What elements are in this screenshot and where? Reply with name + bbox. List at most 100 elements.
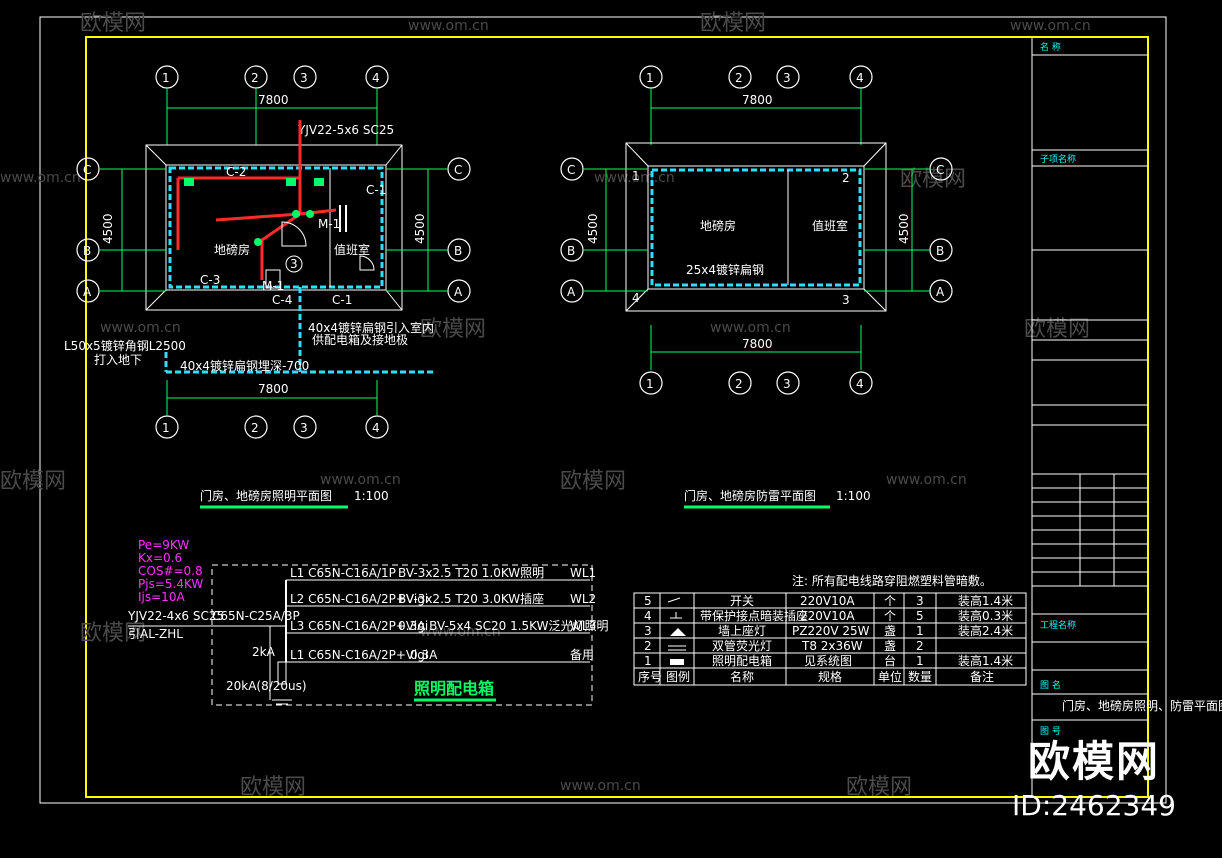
axis-label: B [567, 244, 575, 258]
axis-label: 2 [251, 71, 259, 85]
drawing-scale: 1:100 [354, 489, 389, 503]
watermark-site: www.om.cn [408, 18, 489, 34]
circuit-cable: BV-3x2.5 T20 1.0KW照明 [398, 566, 544, 580]
axis-bubble [776, 371, 800, 395]
title-block-field: 图 名 [1040, 679, 1061, 691]
circuit-wire [215, 212, 301, 222]
down-conductor-number: 1 [632, 169, 640, 183]
junction-icon [306, 210, 314, 218]
axis-bubble [639, 371, 663, 395]
load-param: Ijs=10A [138, 590, 185, 604]
drawing-scale: 1:100 [836, 489, 871, 503]
circuit-id: WL2 [570, 592, 596, 606]
dim-text: 7800 [258, 93, 289, 107]
room-label: 值班室 [334, 242, 370, 257]
table-cell: 装高1.4米 [958, 593, 1013, 608]
table-cell: 盏 [884, 638, 896, 653]
window-label: C-3 [200, 273, 220, 287]
dim-text: 4500 [897, 213, 911, 244]
window-label: C-1 [366, 183, 386, 197]
dim-text: 4500 [101, 213, 115, 244]
axis-label: 4 [372, 421, 380, 435]
table-cell: 220V10A [800, 609, 855, 623]
window-label: C-1 [332, 293, 352, 307]
roof-ridge [625, 288, 649, 312]
roof-ridge [863, 142, 887, 167]
socket-number: 3 [290, 257, 298, 271]
watermark-badge: 欧模网 ID:2462349 [1012, 728, 1176, 822]
circuit-id: WL1 [570, 566, 596, 580]
circuit-breaker: L1 C65N-C16A/1P [290, 566, 396, 580]
roof-ridge [145, 144, 167, 166]
panel-title: 照明配电箱 [414, 679, 494, 698]
table-cell: 台 [884, 653, 896, 668]
drawing-name: 门房、地磅房照明、防雷平面图 [1062, 698, 1222, 713]
table-cell: PZ220V 25W [792, 624, 870, 638]
table-header: 图例 [666, 670, 690, 684]
fluorescent-lamp-icon [668, 645, 686, 651]
table-cell: 墙上座灯 [718, 623, 766, 638]
axis-label: 4 [856, 71, 864, 85]
circuit-cable: 0.3A [410, 648, 438, 662]
door-swing-icon [281, 221, 307, 247]
axis-label: B [936, 244, 944, 258]
axis-bubble [849, 371, 873, 395]
watermark-brand: 欧模网 [846, 775, 912, 800]
circuit-id: 备用 [570, 648, 594, 662]
axis-label: A [936, 285, 945, 299]
down-conductor-number: 2 [842, 171, 850, 185]
load-param: Kx=0.6 [138, 551, 182, 565]
legend-note: 注: 所有配电线路穿阻燃塑料管暗敷。 [792, 573, 992, 588]
roof-ridge [385, 144, 403, 166]
ground-rod-note: 打入地下 [94, 353, 142, 367]
watermark-brand: 欧模网 [80, 621, 146, 646]
panel-code: 引AL-ZHL [128, 627, 183, 641]
door-swing-icon [359, 255, 375, 271]
roof-air-terminal [650, 168, 862, 287]
load-param: Pjs=5.4KW [138, 577, 203, 591]
ground-note: 供配电箱及接地极 [312, 332, 408, 347]
watermark-brand: 欧模网 [1024, 317, 1090, 342]
axis-bubble [728, 65, 752, 89]
wall-lamp-icon [670, 628, 686, 636]
dim-text: 7800 [742, 337, 773, 351]
axis-bubble [728, 371, 752, 395]
axis-label: 4 [856, 377, 864, 391]
axis-label: 3 [300, 71, 308, 85]
dim-text: 7800 [258, 382, 289, 396]
wall-lamp-icon [184, 178, 194, 186]
room-label: 地磅房 [700, 218, 736, 233]
lightning-plan: 1 2 3 4 7800 地磅房 值班室 25x4镀锌扁钢 2 3 4 1 C … [560, 65, 953, 509]
wall-outer [647, 165, 865, 290]
axis-label: 3 [300, 421, 308, 435]
watermark-brand: 欧模网 [420, 317, 486, 342]
axis-bubble [293, 65, 317, 89]
watermark-brand: 欧模网 [240, 775, 306, 800]
watermark-brand: 欧模网 [0, 469, 66, 494]
circuit-cable: 0.3A BV-5x4 SC20 1.5KW泛光灯照明 [398, 619, 608, 633]
door-label: M-1 [318, 217, 340, 231]
table-header: 名称 [730, 669, 754, 684]
table-cell: 装高2.4米 [958, 623, 1013, 638]
cable-label: YJV22-5x6 SC25 [297, 123, 394, 137]
load-param: Pe=9KW [138, 538, 189, 552]
circuit-id: WL3 [570, 619, 596, 633]
dim-text: 7800 [742, 93, 773, 107]
title-block-field: 工程名称 [1040, 619, 1076, 631]
table-cell: 2 [644, 639, 652, 653]
axis-label: 2 [251, 421, 259, 435]
room-label: 地磅房 [214, 242, 250, 257]
table-cell: 5 [644, 594, 652, 608]
watermark-brand: 欧模网 [900, 167, 966, 192]
table-cell: 开关 [730, 594, 754, 608]
axis-label: A [83, 285, 92, 299]
spd-icon [277, 661, 287, 685]
table-cell: 5 [916, 609, 924, 623]
axis-bubble [244, 415, 268, 439]
axis-label: 1 [646, 377, 654, 391]
watermark-site: www.om.cn [420, 624, 501, 640]
lighting-plan: 1 2 3 4 7800 YJV22-5x6 SC25 [64, 65, 471, 509]
axis-label: 2 [735, 71, 743, 85]
outer-frame [39, 16, 1167, 804]
